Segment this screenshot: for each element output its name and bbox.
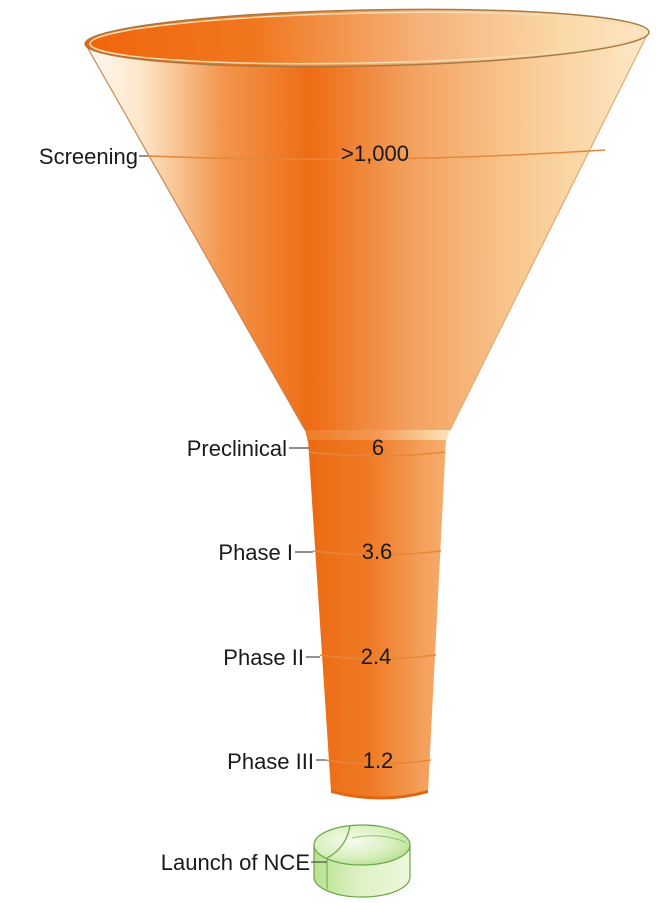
funnel-cone <box>86 33 648 430</box>
stage-value-preclinical: 6 <box>372 435 384 460</box>
band-phase-ii <box>319 654 437 660</box>
stage-value-screening: >1,000 <box>341 141 409 166</box>
band-phase-iii <box>324 759 432 765</box>
funnel-opening <box>84 8 650 68</box>
stage-label-phase-i: Phase I <box>218 540 293 565</box>
pill-icon <box>313 824 411 898</box>
stage-value-phase-i: 3.6 <box>362 539 393 564</box>
stage-value-phase-ii: 2.4 <box>361 644 392 669</box>
funnel-tube <box>308 440 446 798</box>
stage-label-phase-ii: Phase II <box>223 645 304 670</box>
funnel-cone-left-edge <box>85 44 306 431</box>
stage-value-phase-iii: 1.2 <box>363 748 394 773</box>
band-screening <box>147 149 606 161</box>
outcome-label-launch: Launch of NCE <box>161 850 310 875</box>
band-phase-i <box>312 550 442 556</box>
stage-label-screening: Screening <box>39 144 138 169</box>
funnel-tube-top <box>305 430 450 442</box>
funnel-tube-spout <box>331 790 428 800</box>
band-preclinical <box>308 451 446 457</box>
stage-label-phase-iii: Phase III <box>227 749 314 774</box>
funnel-rim-highlight <box>89 11 645 65</box>
funnel-cone-right-edge <box>449 32 649 431</box>
stage-label-preclinical: Preclinical <box>187 436 287 461</box>
